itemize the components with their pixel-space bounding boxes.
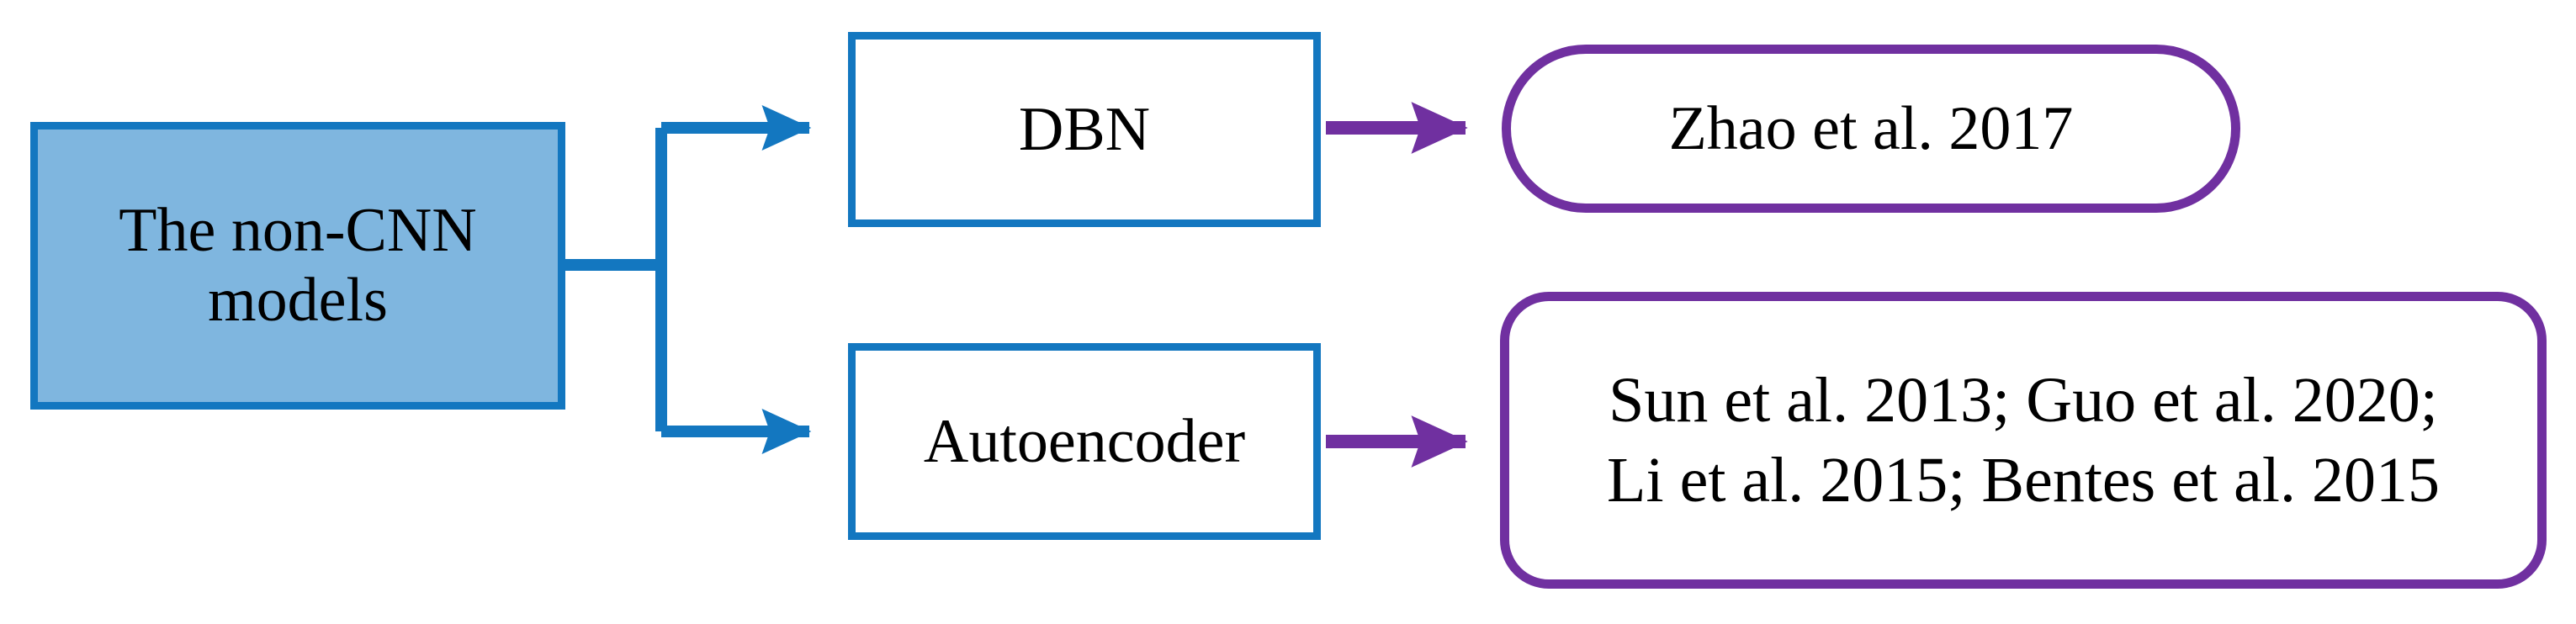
node-root-label: The non-CNN models — [119, 196, 477, 335]
node-dbn[interactable]: DBN — [848, 32, 1321, 227]
node-autoencoder[interactable]: Autoencoder — [848, 343, 1321, 540]
node-autoencoder-label: Autoencoder — [923, 406, 1246, 476]
node-reference-dbn[interactable]: Zhao et al. 2017 — [1502, 45, 2240, 213]
node-dbn-label: DBN — [1018, 94, 1151, 164]
node-reference-autoencoder-label: Sun et al. 2013; Guo et al. 2020; Li et … — [1607, 364, 2440, 516]
node-root-non-cnn-models[interactable]: The non-CNN models — [30, 122, 565, 410]
node-reference-dbn-label: Zhao et al. 2017 — [1668, 93, 2074, 163]
edge-root-to-branch — [565, 128, 667, 431]
node-reference-autoencoder[interactable]: Sun et al. 2013; Guo et al. 2020; Li et … — [1500, 292, 2547, 589]
